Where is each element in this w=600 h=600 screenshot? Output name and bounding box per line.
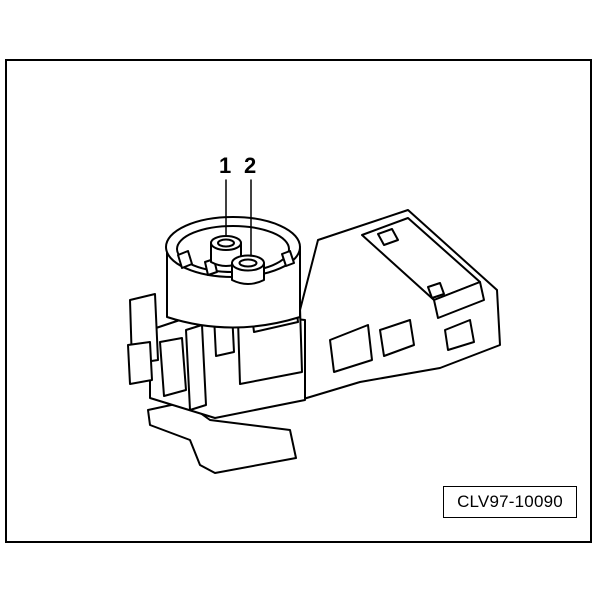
housing-right — [299, 209, 501, 401]
reference-code: CLV97-10090 — [457, 492, 563, 511]
housing-front — [127, 293, 306, 419]
callout-2: 2 — [244, 153, 257, 178]
contact-pin-2 — [231, 254, 265, 285]
callout-1: 1 — [219, 153, 232, 178]
reference-code-box: CLV97-10090 — [443, 486, 577, 518]
